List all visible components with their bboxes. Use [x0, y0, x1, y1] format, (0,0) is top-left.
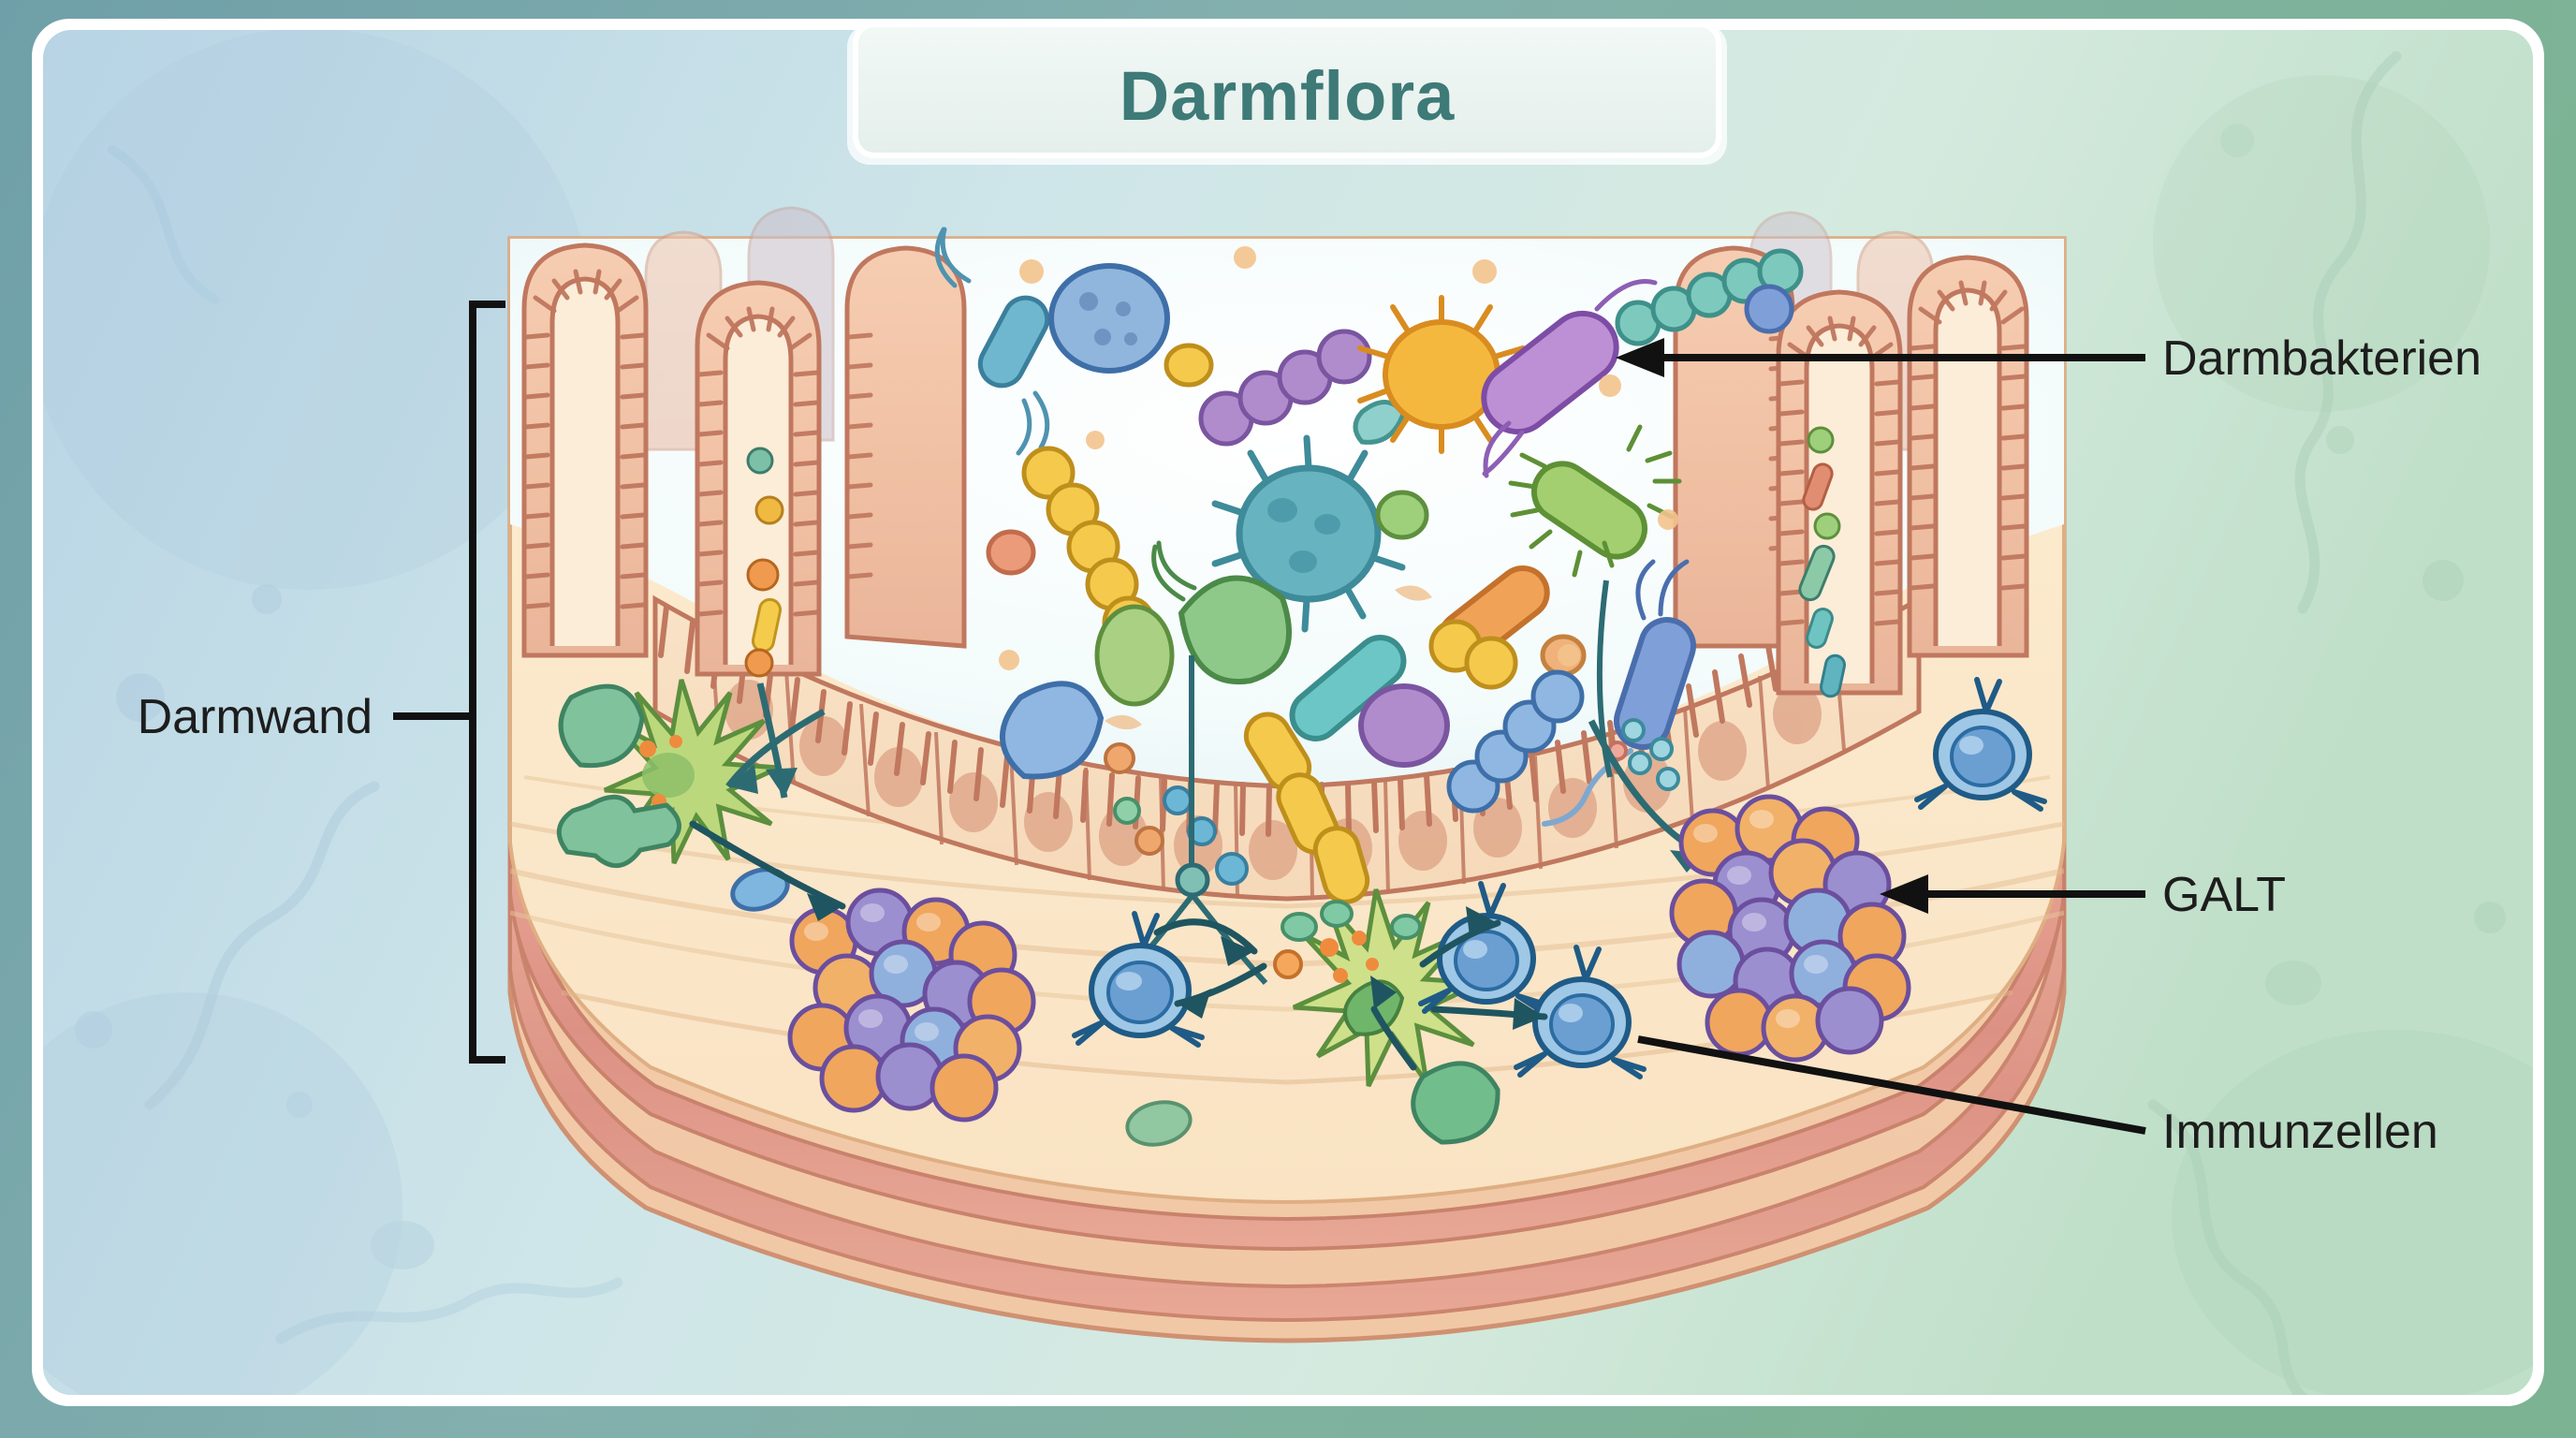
bacterium-diplococcus-yellow [1428, 619, 1518, 690]
galt-follicle-left [787, 888, 1036, 1123]
bacterium-oval-purple [1358, 683, 1450, 768]
bacterium-vibrio-blue [999, 681, 1105, 780]
darmbakterien-arrow-head [1616, 338, 1664, 377]
bacterium-coccus-salmon [986, 529, 1036, 576]
bacterium-oval-green [1094, 604, 1175, 707]
lymphocyte-right-lower [1514, 945, 1647, 1079]
bacterium-coccus-yellow [1164, 343, 1214, 388]
bacteria-micro-dots [999, 246, 1678, 730]
bacterium-chain-blue [1446, 669, 1585, 814]
bacterium-flagellated-teal [934, 227, 1050, 456]
bacterium-rod-teal [1289, 635, 1407, 741]
immunzellen-leader-line [1637, 1035, 2146, 1135]
bacterium-bean-teal [1353, 400, 1406, 445]
label-darmwand: Darmwand [138, 690, 373, 744]
bacteria-in-villus-right [1798, 426, 1846, 698]
galt-follicle-right [1669, 794, 1911, 1063]
lymphocyte-left-lower [1072, 911, 1205, 1048]
bacterium-jointed-yellow [1243, 712, 1370, 904]
immune-arrow-heads [807, 893, 1544, 1030]
bacteria-spores-cluster [1104, 742, 1249, 886]
bacteria-in-lamina-propria [556, 683, 1500, 1147]
background-decorations [43, 30, 2533, 1395]
bacterium-chain-purple [1198, 329, 1372, 447]
intestine-cross-section [507, 206, 2067, 1343]
lymphocyte-far-right [1914, 677, 2047, 812]
title-panel: Darmflora [847, 22, 1727, 165]
bacteria-uptake-arrows [725, 682, 826, 799]
epithelium-layer [652, 594, 1922, 902]
annotation-immunzellen: Immunzellen [1637, 1035, 2438, 1159]
villi-left [521, 206, 967, 678]
bacterium-chain-teal [1615, 248, 1804, 346]
galt-arrow-head [1880, 874, 1928, 914]
bacterium-flagellated-purple [1481, 279, 1658, 478]
bacterium-piliated-green [1508, 424, 1682, 578]
translocated-particles [1607, 718, 1680, 791]
bacterium-coccus-blue [1744, 284, 1794, 334]
bacterium-curved-green [1151, 540, 1292, 685]
annotation-darmbakterien: Darmbakterien [1616, 331, 2481, 386]
label-galt: GALT [2162, 868, 2286, 922]
bacteria-in-villus-left [744, 447, 784, 678]
darmwand-bracket [469, 301, 505, 1064]
label-darmbakterien: Darmbakterien [2162, 331, 2481, 386]
annotation-darmwand: Darmwand [138, 301, 505, 1064]
label-immunzellen: Immunzellen [2162, 1105, 2438, 1159]
page-title: Darmflora [1120, 57, 1456, 135]
gut-bacteria-group [934, 227, 1804, 904]
bacterium-ovoid-blue [1048, 263, 1170, 374]
bacterium-coccus-green [1375, 490, 1429, 540]
annotation-galt: GALT [1880, 868, 2286, 922]
